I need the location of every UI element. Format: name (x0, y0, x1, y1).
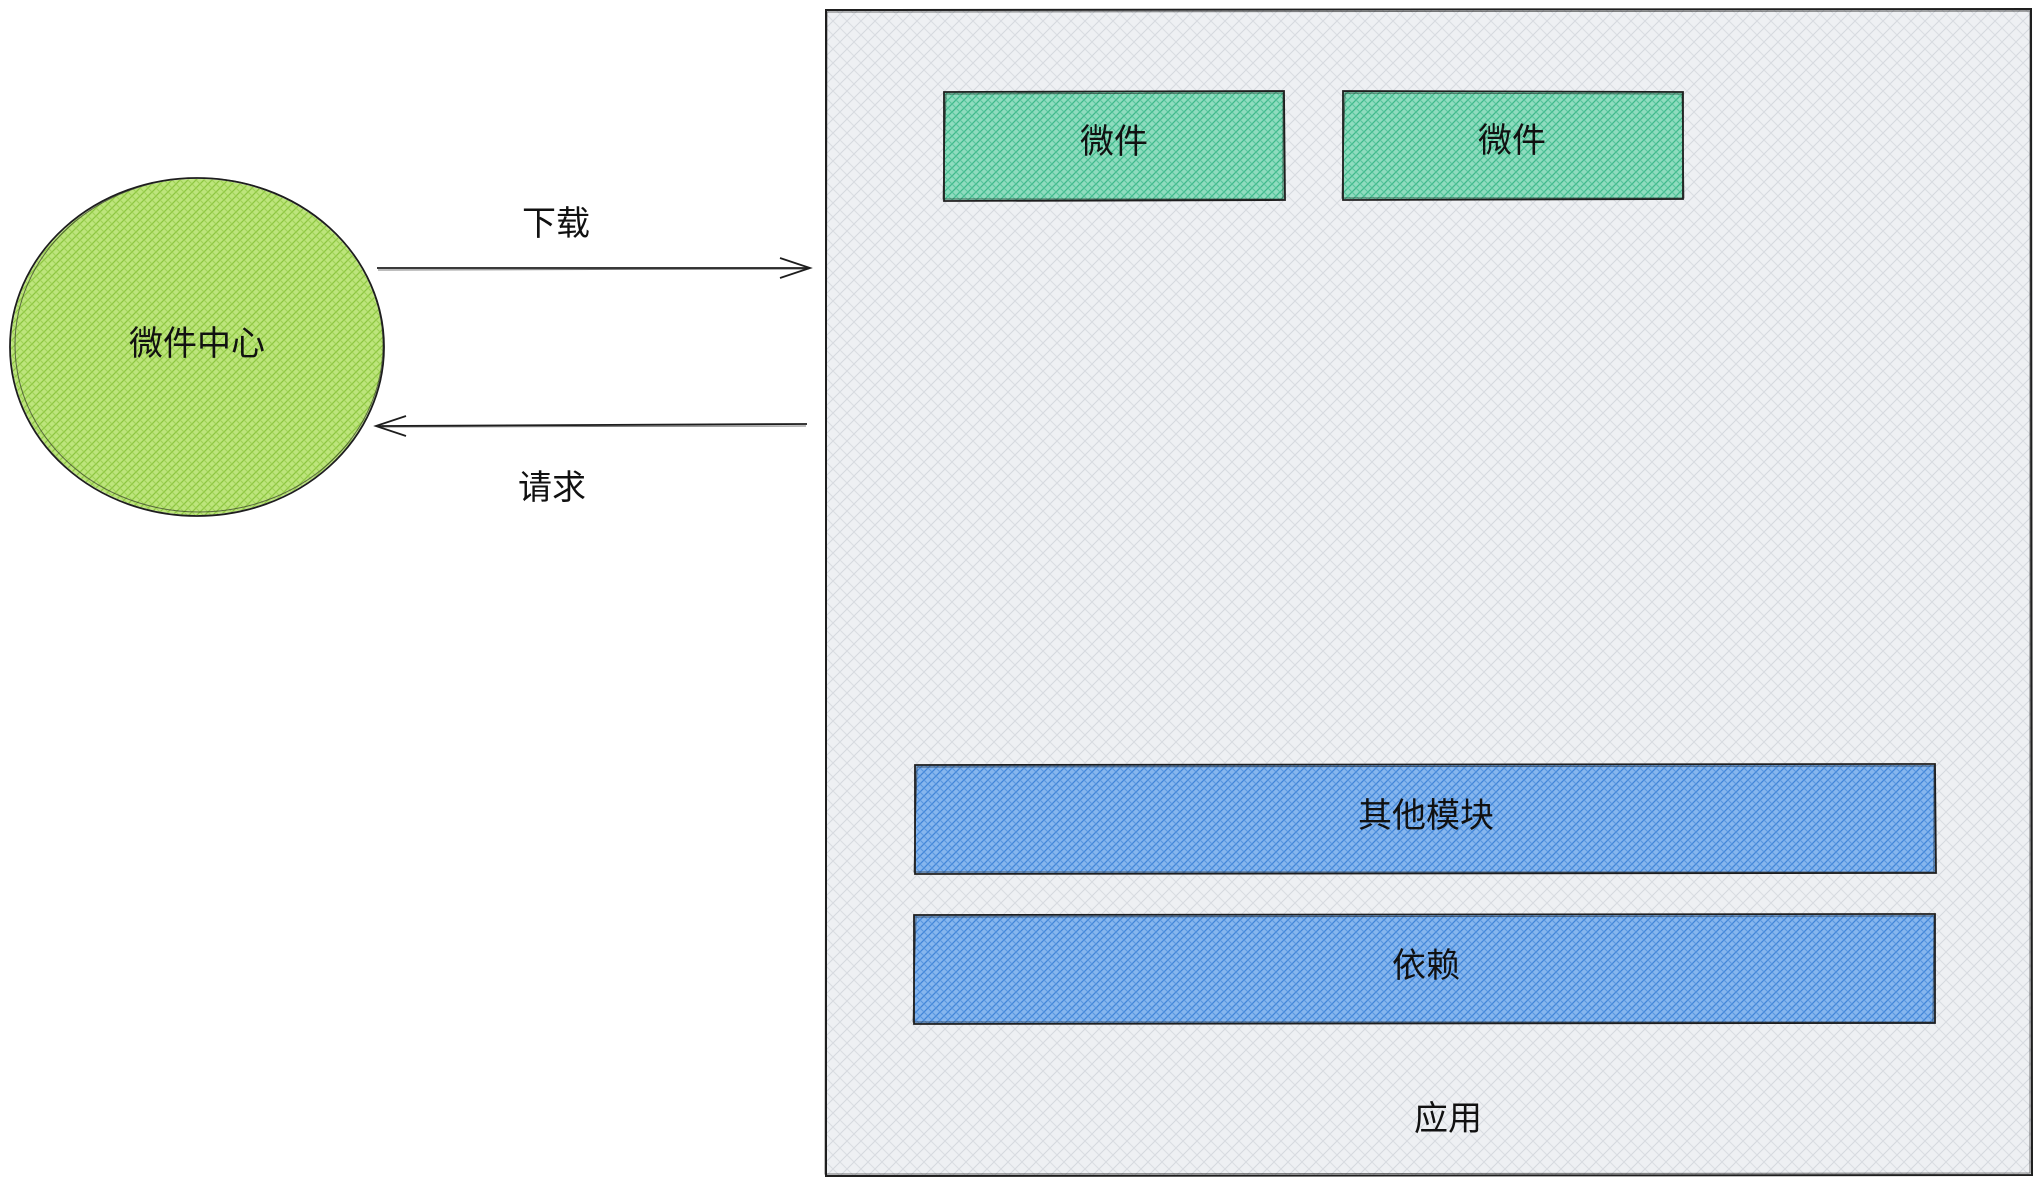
widget-label-1: 微件 (1080, 122, 1148, 162)
download-arrow (377, 257, 813, 279)
widget-label-2: 微件 (1478, 121, 1546, 161)
other-modules-box (913, 763, 1937, 875)
widget-box-1 (942, 90, 1286, 202)
other-modules-label: 其他模块 (1358, 796, 1494, 836)
request-label: 请求 (518, 468, 586, 508)
widget-center-label: 微件中心 (129, 324, 265, 364)
request-arrow (373, 415, 808, 437)
dependencies-label: 依赖 (1392, 946, 1460, 986)
widget-box-2 (1341, 90, 1685, 201)
download-label: 下载 (522, 204, 590, 244)
widget-center-node (9, 177, 385, 517)
application-label: 应用 (1414, 1099, 1482, 1139)
dependencies-box (912, 913, 1936, 1025)
